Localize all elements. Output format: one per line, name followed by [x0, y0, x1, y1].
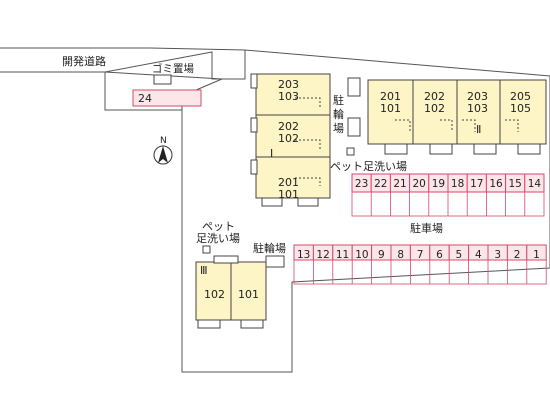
building-2-unit-3-top: 203: [467, 90, 488, 103]
bike-parking-top-2: 輪: [333, 107, 344, 121]
bottom-row-spot-7-label: 7: [417, 249, 424, 261]
bike-parking-box-1: [347, 77, 361, 97]
building-2-unit-1-bottom: 101: [380, 102, 401, 115]
bottom-row-spot-4-label: 4: [475, 249, 482, 261]
top-row-spot-20-label: 20: [413, 178, 426, 190]
top-row-spot-18-label: 18: [451, 178, 464, 190]
bottom-row-spot-10-label: 10: [355, 249, 368, 261]
parking-spot-24-label: 24: [138, 92, 152, 105]
top-row-spot-15-label: 15: [509, 178, 522, 190]
building-3-unit-102: 102: [204, 288, 225, 301]
garbage-label: ゴミ置場: [152, 62, 194, 75]
building-1-unit-3-top: 203: [278, 78, 299, 91]
top-row-spot-21-label: 21: [393, 178, 406, 190]
pet-wash-left-line-1: ペット: [202, 220, 235, 233]
building-2: 201 101 202 102 203 103 Ⅱ 205 105: [367, 79, 547, 155]
top-row-spot-16-label: 16: [489, 178, 503, 190]
building-3-numeral: Ⅲ: [200, 264, 208, 277]
pet-wash-right-label: ペット足洗い場: [330, 160, 407, 173]
bottom-row-spot-12-label: 12: [316, 249, 329, 261]
parking-spot-24: [132, 89, 202, 107]
bike-parking-top-3: 場: [333, 122, 344, 135]
pet-wash-left-box: [202, 245, 211, 254]
parking-row-top: 23 22 21 20 19 18 17 16 15 14: [351, 173, 545, 217]
compass-letter: N: [160, 136, 167, 146]
parking-label: 駐車場: [410, 221, 443, 235]
building-2-unit-2-top: 202: [424, 90, 445, 103]
building-1-unit-2-bottom: 102: [278, 132, 299, 145]
top-row-spot-22-label: 22: [374, 178, 387, 190]
bottom-row-spot-13-label: 13: [297, 249, 310, 261]
top-row-spot-19-label: 19: [432, 178, 445, 190]
bottom-row-spot-1-label: 1: [533, 249, 540, 261]
garbage-box: [153, 74, 172, 85]
bike-parking-box-2: [347, 117, 361, 137]
building-1-numeral: Ⅰ: [270, 147, 273, 160]
bike-parking-left-box: [265, 255, 285, 268]
building-1: 203 103 202 102 Ⅰ 201 101: [250, 73, 331, 207]
building-3: Ⅲ 102 101: [195, 255, 267, 329]
bottom-row-spot-2-label: 2: [514, 249, 521, 261]
bottom-row-spot-extension: [293, 259, 547, 285]
road-label: 開発道路: [62, 54, 106, 68]
bike-parking-top-1: 駐: [333, 93, 344, 107]
building-2-unit-3-bottom: 103: [467, 102, 488, 115]
bottom-row-spot-8-label: 8: [397, 249, 404, 261]
building-1-unit-1-bottom: 101: [278, 188, 299, 201]
building-3-unit-101: 101: [238, 288, 259, 301]
road-edge: [0, 47, 246, 51]
building-2-unit-4-top: 205: [510, 90, 531, 103]
top-row-spot-14-label: 14: [528, 178, 542, 190]
building-2-unit-4-bottom: 105: [510, 102, 531, 115]
building-2-unit-2-bottom: 102: [424, 102, 445, 115]
building-2-unit-1-top: 201: [380, 90, 401, 103]
top-row-spot-23-label: 23: [355, 178, 368, 190]
bottom-row-spot-6-label: 6: [436, 249, 443, 261]
top-row-spot-17-label: 17: [470, 178, 483, 190]
bottom-row-spot-3-label: 3: [494, 249, 501, 261]
building-1-unit-2-top: 202: [278, 120, 299, 133]
pet-wash-right-box: [346, 147, 355, 156]
bottom-row-spot-9-label: 9: [378, 249, 385, 261]
bottom-row-spot-11-label: 11: [336, 249, 349, 261]
bike-parking-left-label: 駐輪場: [253, 241, 286, 255]
building-2-numeral: Ⅱ: [476, 123, 481, 136]
bottom-row-spot-5-label: 5: [456, 249, 463, 261]
pet-wash-left-line-2: 足洗い場: [196, 232, 240, 245]
compass-icon: N: [153, 136, 173, 165]
building-1-unit-1-top: 201: [278, 176, 299, 189]
building-1-unit-3-bottom: 103: [278, 90, 299, 103]
